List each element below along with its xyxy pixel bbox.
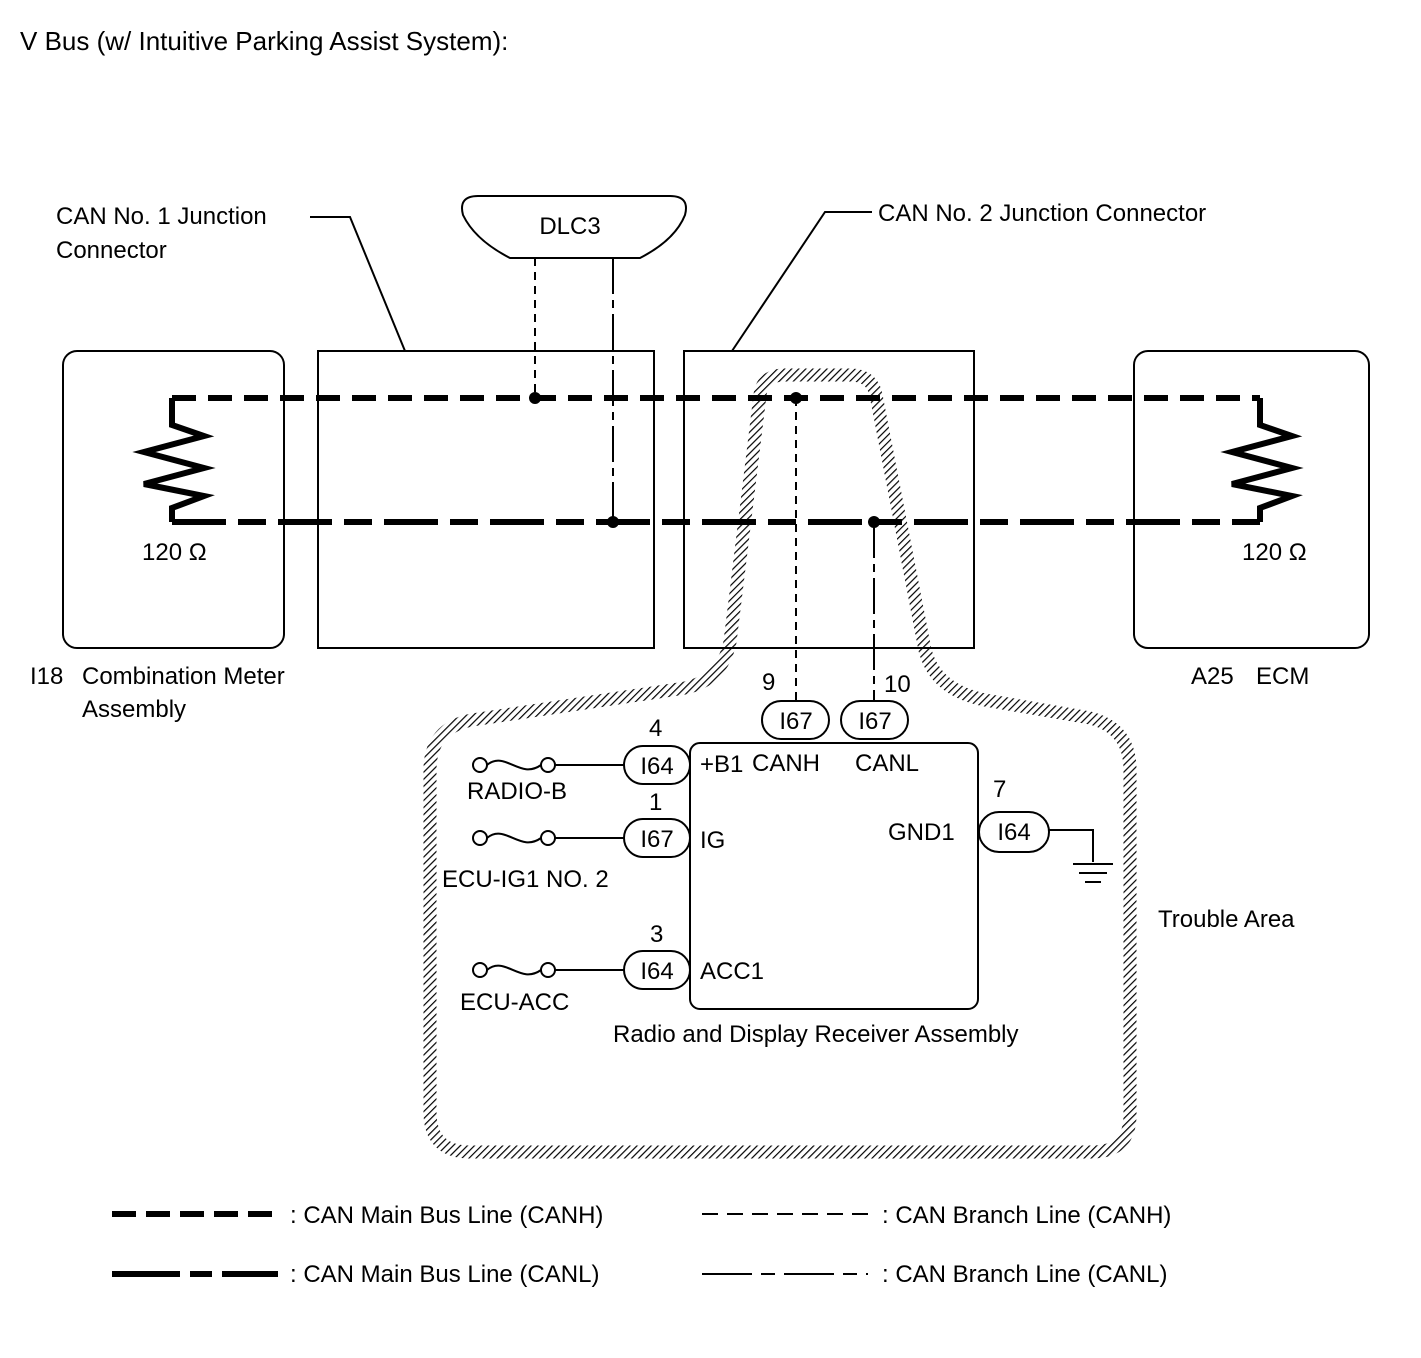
radio-canl-splice	[868, 516, 880, 528]
pin-label-gnd: GND1	[888, 819, 955, 846]
legend-branch-canl-label: : CAN Branch Line (CANL)	[882, 1261, 1167, 1288]
right-resistor	[1220, 398, 1304, 522]
wire-gnd	[1049, 829, 1094, 862]
ecm-code: A25	[1191, 663, 1234, 690]
connector-gnd-label: I64	[997, 819, 1030, 846]
dlc3-canl-splice	[607, 516, 619, 528]
junction-connector-1-box	[317, 350, 655, 649]
pin-num-ig: 1	[649, 789, 662, 816]
fuse-ecu-ig1-icon	[486, 832, 542, 844]
connector-gnd	[978, 811, 1050, 853]
connector-acc	[623, 950, 691, 990]
meter-name-line1: Combination Meter	[82, 663, 285, 690]
fuse-radio-b-label: RADIO-B	[467, 778, 567, 805]
fuse-ecu-ig1-label: ECU-IG1 NO. 2	[442, 866, 609, 893]
radio-canh-splice	[790, 392, 802, 404]
fuse-ecu-acc-icon	[486, 964, 542, 976]
junction2-label: CAN No. 2 Junction Connector	[878, 200, 1206, 227]
legend-main-canl-label: : CAN Main Bus Line (CANL)	[290, 1261, 599, 1288]
pin-num-gnd: 7	[993, 776, 1006, 803]
fuse-ecu-ig1-terminal-right	[540, 830, 556, 846]
pin-num-canh: 9	[762, 669, 775, 696]
meter-code: I18	[30, 663, 63, 690]
connector-b1	[623, 745, 691, 785]
connector-acc-label: I64	[640, 958, 673, 985]
fuse-ecu-acc-terminal-right	[540, 962, 556, 978]
dlc3-connector	[461, 195, 687, 259]
connector-ig-label: I67	[640, 826, 673, 853]
connector-canl	[840, 700, 909, 740]
radio-receiver-box	[689, 742, 979, 1010]
ecm-box	[1133, 350, 1370, 649]
radio-receiver-name: Radio and Display Receiver Assembly	[613, 1021, 1019, 1048]
connector-b1-label: I64	[640, 753, 673, 780]
fuse-ecu-acc-label: ECU-ACC	[460, 989, 569, 1016]
pin-num-canl: 10	[884, 671, 911, 698]
diagram-title: V Bus (w/ Intuitive Parking Assist Syste…	[20, 26, 508, 56]
junction2-leader	[731, 211, 872, 352]
pin-label-b1: +B1	[700, 751, 743, 778]
legend-main-canh-label: : CAN Main Bus Line (CANH)	[290, 1202, 603, 1229]
meter-name-line2: Assembly	[82, 696, 186, 723]
ecm-name: ECM	[1256, 663, 1309, 690]
fuse-radio-b-terminal-right	[540, 757, 556, 773]
fuse-ecu-acc-terminal-left	[472, 962, 488, 978]
pin-num-b1: 4	[649, 715, 662, 742]
dlc3-canh-splice	[529, 392, 541, 404]
connector-ig	[623, 818, 691, 858]
dlc3-label: DLC3	[539, 213, 600, 240]
pin-label-canh: CANH	[752, 750, 820, 777]
junction-connector-2-box	[683, 350, 975, 649]
combination-meter-box	[62, 350, 285, 649]
connector-canl-label: I67	[858, 708, 891, 735]
ecm-resistor-label: 120 Ω	[1242, 539, 1307, 566]
legend-branch-canh-label: : CAN Branch Line (CANH)	[882, 1202, 1171, 1229]
fuse-radio-b-terminal-left	[472, 757, 488, 773]
connector-canh-label: I67	[779, 708, 812, 735]
left-resistor	[132, 398, 216, 522]
pin-label-canl: CANL	[855, 750, 919, 777]
pin-label-ig: IG	[700, 827, 725, 854]
junction1-leader	[310, 216, 406, 352]
trouble-area-label: Trouble Area	[1158, 906, 1295, 933]
meter-resistor-label: 120 Ω	[142, 539, 207, 566]
connector-canh	[761, 700, 830, 740]
trouble-area-outline	[423, 368, 1137, 1159]
junction1-label-line1: CAN No. 1 Junction	[56, 203, 267, 230]
junction1-label-line2: Connector	[56, 237, 167, 264]
fuse-ecu-ig1-terminal-left	[472, 830, 488, 846]
pin-num-acc: 3	[650, 921, 663, 948]
pin-label-acc: ACC1	[700, 958, 764, 985]
fuse-radio-b-icon	[486, 759, 542, 771]
